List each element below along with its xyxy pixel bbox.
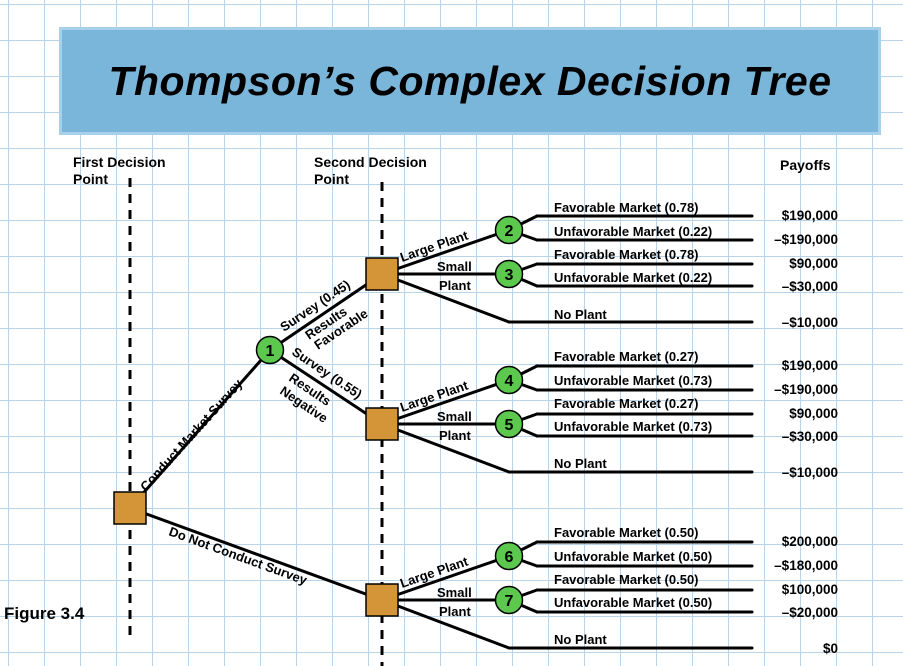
branch-survey-negative — [268, 348, 384, 426]
decision-node-favorable — [365, 257, 399, 291]
payoff-1: $190,000 — [782, 208, 838, 223]
payoffs-header: Payoffs — [780, 157, 831, 173]
payoff-5: –$10,000 — [782, 315, 838, 330]
branch-survey-favorable — [268, 272, 384, 352]
branch-large-plant-1 — [380, 228, 511, 276]
payoff-12: –$180,000 — [774, 558, 838, 573]
payoff-8: $90,000 — [789, 406, 838, 421]
outcome-node4-favorable: Favorable Market (0.27) — [554, 349, 699, 364]
label-small-plant-3b: Plant — [439, 604, 471, 619]
decision-node-no-survey — [365, 583, 399, 617]
outcome-node7-favorable: Favorable Market (0.50) — [554, 572, 699, 587]
payoff-10: –$10,000 — [782, 465, 838, 480]
chance-node-2: 2 — [494, 215, 524, 245]
payoff-15: $0 — [823, 641, 838, 656]
page-title: Thompson’s Complex Decision Tree — [108, 57, 832, 104]
label-conduct-survey: Conduct Market Survey — [137, 375, 246, 494]
branch-no-plant-2 — [380, 422, 511, 474]
label-small-plant-2b: Plant — [439, 428, 471, 443]
first-decision-header-line1: First Decision — [73, 154, 166, 170]
outcome-no-plant-2: No Plant — [554, 456, 607, 471]
svg-text:6: 6 — [505, 549, 514, 566]
payoff-11: $200,000 — [782, 534, 838, 549]
payoff-6: $190,000 — [782, 358, 838, 373]
outcome-node4-unfavorable: Unfavorable Market (0.73) — [554, 373, 712, 388]
svg-text:5: 5 — [505, 417, 514, 434]
payoff-13: $100,000 — [782, 582, 838, 597]
payoff-14: –$20,000 — [782, 605, 838, 620]
decision-node-first — [113, 491, 147, 525]
branch-conduct-survey — [128, 348, 272, 510]
figure-label: Figure 3.4 — [4, 604, 85, 623]
branch-no-plant-1 — [380, 272, 511, 324]
svg-text:7: 7 — [505, 593, 514, 610]
chance-node-5: 5 — [494, 409, 524, 439]
payoff-9: –$30,000 — [782, 429, 838, 444]
title-banner: Thompson’s Complex Decision Tree — [59, 27, 881, 135]
outcome-no-plant-3: No Plant — [554, 632, 607, 647]
outcome-node6-favorable: Favorable Market (0.50) — [554, 525, 699, 540]
label-small-plant-1b: Plant — [439, 278, 471, 293]
second-decision-header: Second Decision Point — [314, 154, 427, 188]
payoff-2: –$190,000 — [774, 232, 838, 247]
first-decision-header: First Decision Point — [73, 154, 166, 188]
first-decision-header-line2: Point — [73, 171, 108, 187]
payoff-4: –$30,000 — [782, 279, 838, 294]
branch-large-plant-3 — [380, 554, 511, 602]
label-small-plant-2a: Small — [437, 409, 472, 424]
chance-node-6: 6 — [494, 541, 524, 571]
branch-large-plant-2 — [380, 378, 511, 426]
outcome-node6-unfavorable: Unfavorable Market (0.50) — [554, 549, 712, 564]
decision-node-negative — [365, 407, 399, 441]
second-decision-header-line2: Point — [314, 171, 349, 187]
branch-no-survey — [128, 506, 384, 602]
payoff-7: –$190,000 — [774, 382, 838, 397]
outcome-node3-favorable: Favorable Market (0.78) — [554, 247, 699, 262]
branch-no-plant-3 — [380, 598, 511, 650]
outcome-node7-unfavorable: Unfavorable Market (0.50) — [554, 595, 712, 610]
chance-node-1: 1 — [255, 335, 285, 365]
label-no-survey: Do Not Conduct Survey — [167, 524, 310, 588]
outcome-node2-unfavorable: Unfavorable Market (0.22) — [554, 224, 712, 239]
svg-text:4: 4 — [505, 373, 514, 390]
chance-node-3: 3 — [494, 259, 524, 289]
payoff-3: $90,000 — [789, 256, 838, 271]
svg-text:1: 1 — [266, 343, 275, 360]
outcome-node3-unfavorable: Unfavorable Market (0.22) — [554, 270, 712, 285]
second-decision-header-line1: Second Decision — [314, 154, 427, 170]
svg-text:3: 3 — [505, 267, 514, 284]
chance-node-4: 4 — [494, 365, 524, 395]
label-small-plant-3a: Small — [437, 585, 472, 600]
outcome-node5-favorable: Favorable Market (0.27) — [554, 396, 699, 411]
chance-node-7: 7 — [494, 585, 524, 615]
outcome-node2-favorable: Favorable Market (0.78) — [554, 200, 699, 215]
outcome-no-plant-1: No Plant — [554, 307, 607, 322]
svg-text:2: 2 — [505, 223, 514, 240]
label-small-plant-1a: Small — [437, 259, 472, 274]
outcome-node5-unfavorable: Unfavorable Market (0.73) — [554, 419, 712, 434]
